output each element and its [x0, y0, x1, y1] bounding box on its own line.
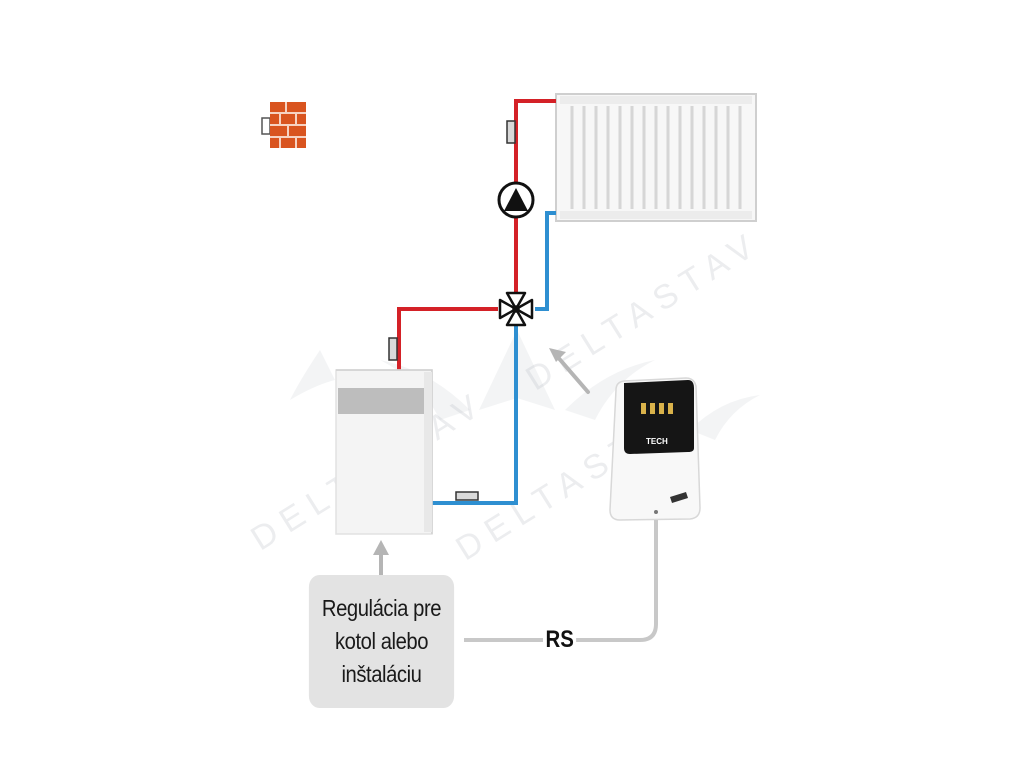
controller-label-box: Regulácia pre kotol alebo inštaláciu	[308, 575, 455, 708]
device-brand-label: TECH	[646, 437, 668, 446]
controller-device-icon: TECH	[609, 377, 701, 521]
mixing-valve-icon	[498, 291, 534, 327]
arrow-icon	[373, 348, 590, 577]
label-line: inštaláciu	[341, 661, 422, 687]
boiler-icon	[335, 369, 433, 535]
pump-icon	[497, 181, 535, 219]
temperature-sensor-icon	[388, 120, 516, 501]
supply-pipe	[397, 99, 556, 370]
rs-connection-label: RS	[542, 626, 577, 654]
radiator-icon	[555, 93, 757, 222]
rs-cable	[464, 520, 658, 642]
label-line: kotol alebo	[334, 628, 429, 654]
brick-wall-icon	[261, 102, 306, 148]
label-line: Regulácia pre	[321, 595, 442, 621]
return-pipe	[432, 211, 556, 505]
